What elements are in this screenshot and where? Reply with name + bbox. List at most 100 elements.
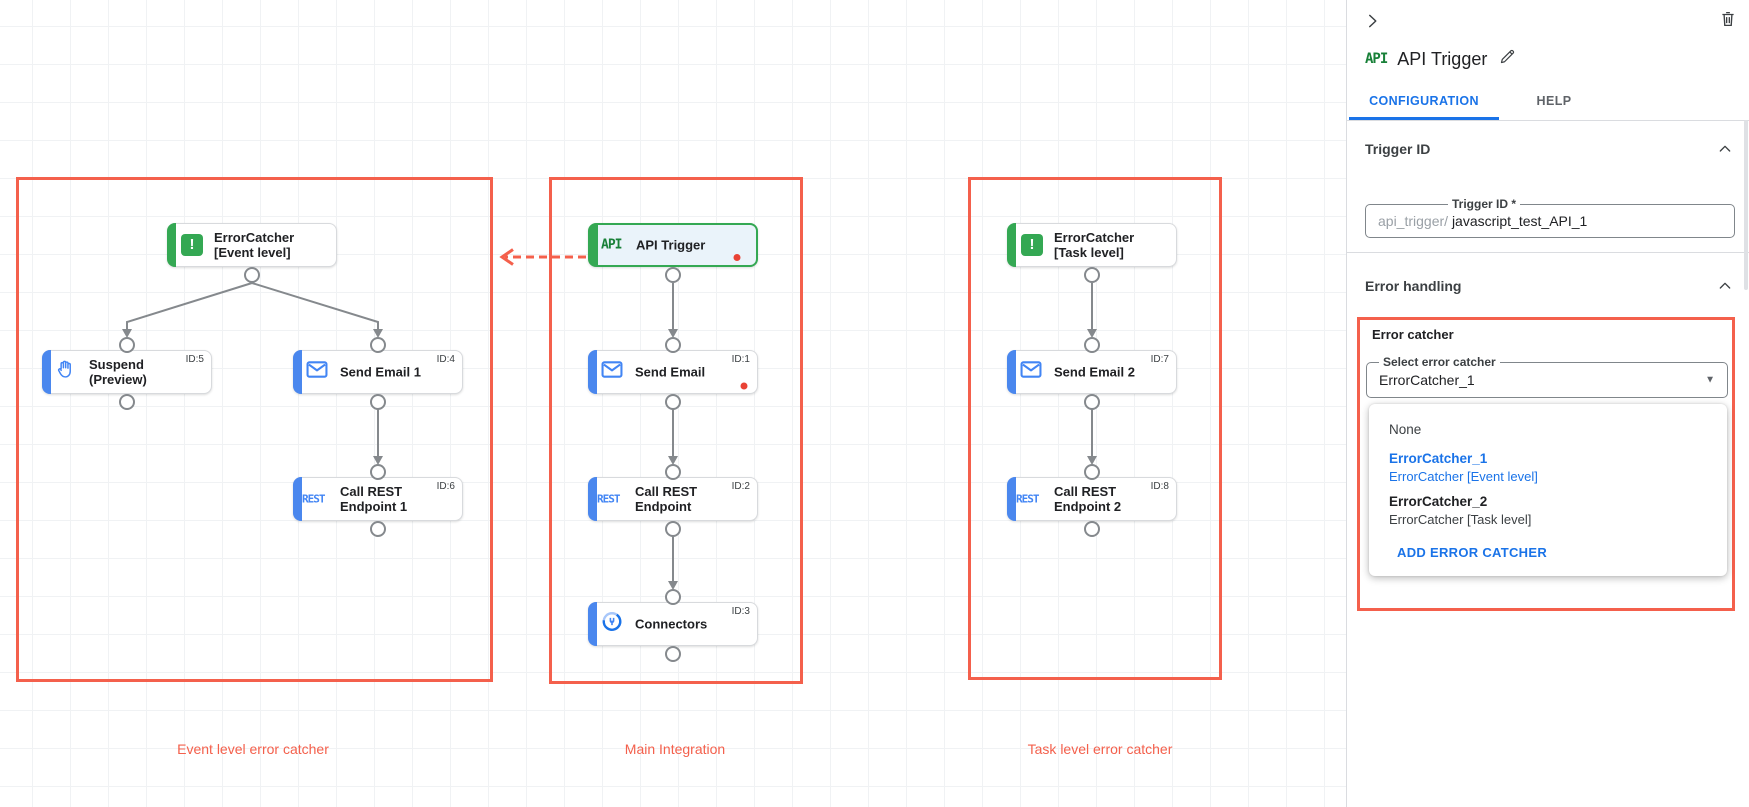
tab-help[interactable]: HELP (1536, 94, 1572, 108)
task-node-send-email-2[interactable]: ID:7 Send Email 2 (1007, 350, 1177, 394)
add-error-catcher-button[interactable]: ADD ERROR CATCHER (1397, 545, 1548, 560)
email-icon (601, 361, 623, 384)
rest-icon: REST (1016, 492, 1039, 506)
error-catcher-icon: ! (181, 234, 203, 256)
node-label: Send Email 2 (1054, 365, 1135, 380)
menu-option-none[interactable]: None (1389, 422, 1422, 437)
trigger-id-field[interactable]: Trigger ID * api_trigger/ javascript_tes… (1365, 197, 1735, 238)
node-accent-stripe (1007, 350, 1016, 394)
task-node-errorcatcher-task[interactable]: ! ErrorCatcher [Task level] (1007, 223, 1177, 267)
panel-title-row: API API Trigger (1365, 46, 1516, 72)
collapse-error-handling-icon[interactable] (1717, 278, 1733, 299)
dropdown-arrow-icon: ▼ (1705, 374, 1715, 386)
trigger-id-field-label: Trigger ID * (1448, 197, 1521, 211)
error-catcher-dropdown-menu: None ErrorCatcher_1 ErrorCatcher [Event … (1369, 404, 1727, 576)
node-label: Call REST Endpoint (635, 484, 697, 514)
task-node-call-rest-endpoint-1[interactable]: ID:6 REST Call REST Endpoint 1 (293, 477, 463, 521)
node-label-line1: Suspend (89, 357, 144, 372)
node-accent-stripe (588, 350, 597, 394)
trigger-id-prefix: api_trigger/ (1378, 213, 1449, 229)
node-label: ErrorCatcher [Task level] (1054, 230, 1134, 260)
node-label-line2: (Preview) (89, 372, 147, 387)
error-handling-section-header: Error handling (1365, 278, 1462, 294)
error-catcher-annotation-box: Error catcher Select error catcher Error… (1357, 317, 1735, 611)
select-error-catcher-field[interactable]: Select error catcher ErrorCatcher_1 ▼ (1366, 355, 1728, 398)
node-label-line1: Send Email (635, 364, 706, 380)
node-label: Connectors (635, 617, 707, 632)
collapse-trigger-id-icon[interactable] (1717, 141, 1733, 162)
rest-icon: REST (302, 492, 325, 506)
node-label: Suspend (Preview) (89, 357, 147, 387)
node-id-badge: ID:5 (185, 354, 204, 365)
error-catcher-icon: ! (1021, 234, 1043, 256)
email-icon (306, 361, 328, 384)
node-label: Call REST Endpoint 1 (340, 484, 407, 514)
node-label-line1: ErrorCatcher (1054, 230, 1135, 245)
node-accent-stripe (42, 350, 51, 394)
config-panel: API API Trigger CONFIGURATION HELP Trigg… (1346, 0, 1749, 807)
menu-option-desc: ErrorCatcher [Event level] (1389, 469, 1538, 484)
node-id-badge: ID:3 (731, 606, 750, 617)
node-label-line2: Endpoint (635, 499, 692, 514)
task-node-suspend[interactable]: ID:5 Suspend (Preview) (42, 350, 212, 394)
node-accent-stripe (167, 223, 176, 267)
node-id-badge: ID:1 (731, 354, 750, 365)
node-accent-stripe (1007, 223, 1016, 267)
task-level-group-label: Task level error catcher (1027, 741, 1173, 757)
task-node-call-rest-endpoint[interactable]: ID:2 REST Call REST Endpoint (588, 477, 758, 521)
node-id-badge: ID:7 (1150, 354, 1169, 365)
select-error-catcher-label: Select error catcher (1379, 355, 1500, 369)
task-node-send-email-1[interactable]: ID:4 Send Email 1 (293, 350, 463, 394)
node-label-line1: API Trigger (636, 237, 706, 253)
panel-scrollbar[interactable] (1744, 120, 1748, 290)
node-accent-stripe (589, 224, 598, 266)
task-level-group-box (968, 177, 1222, 680)
connectors-icon (601, 611, 623, 638)
menu-option-errorcatcher-2[interactable]: ErrorCatcher_2 ErrorCatcher [Task level] (1369, 486, 1727, 529)
trigger-node-api-trigger[interactable]: API API Trigger (588, 223, 758, 267)
node-id-badge: ID:2 (731, 481, 750, 492)
trigger-id-section-header: Trigger ID (1365, 141, 1431, 157)
main-integration-group-box (549, 177, 803, 684)
collapse-panel-icon[interactable] (1363, 12, 1381, 35)
node-label-line1: Call REST (635, 484, 698, 499)
node-label: Send Email (635, 365, 705, 380)
trigger-id-field-content: api_trigger/ javascript_test_API_1 (1378, 213, 1587, 229)
node-label-line2: Endpoint 1 (340, 499, 408, 514)
task-node-call-rest-endpoint-2[interactable]: ID:8 REST Call REST Endpoint 2 (1007, 477, 1177, 521)
node-label-line2: Endpoint 2 (1054, 499, 1122, 514)
error-catcher-label: Error catcher (1372, 327, 1454, 342)
node-label-line1: Call REST (1054, 484, 1117, 499)
rest-icon: REST (597, 492, 620, 506)
event-level-group-label: Event level error catcher (177, 741, 329, 757)
task-node-connectors[interactable]: ID:3 Connectors (588, 602, 758, 646)
node-label-line2: [Task level] (1054, 245, 1124, 260)
event-level-group-box (16, 177, 493, 682)
menu-option-errorcatcher-1[interactable]: ErrorCatcher_1 ErrorCatcher [Event level… (1369, 443, 1727, 486)
node-label-line1: Call REST (340, 484, 403, 499)
node-label: API Trigger (636, 238, 705, 253)
edit-title-icon[interactable] (1499, 48, 1516, 70)
node-accent-stripe (1007, 477, 1016, 521)
task-node-errorcatcher-event[interactable]: ! ErrorCatcher [Event level] (167, 223, 337, 267)
node-accent-stripe (588, 477, 597, 521)
task-node-send-email[interactable]: ID:1 Send Email (588, 350, 758, 394)
api-trigger-icon: API (1365, 51, 1388, 67)
menu-option-name: ErrorCatcher_1 (1389, 451, 1488, 466)
section-divider (1347, 252, 1749, 253)
node-label-line1: Connectors (635, 616, 708, 632)
node-id-badge: ID:6 (436, 481, 455, 492)
node-label: ErrorCatcher [Event level] (214, 230, 294, 260)
delete-trigger-icon[interactable] (1719, 10, 1737, 33)
hand-icon (55, 359, 76, 385)
node-accent-stripe (293, 350, 302, 394)
tab-configuration[interactable]: CONFIGURATION (1349, 86, 1499, 120)
trigger-id-value: javascript_test_API_1 (1451, 213, 1588, 229)
menu-option-name: ErrorCatcher_2 (1389, 494, 1488, 509)
panel-title: API Trigger (1397, 48, 1488, 69)
node-label: Call REST Endpoint 2 (1054, 484, 1121, 514)
menu-option-desc: ErrorCatcher [Task level] (1389, 512, 1532, 527)
panel-tabs: CONFIGURATION HELP (1347, 86, 1749, 121)
integration-canvas[interactable]: Event level error catcher Main Integrati… (0, 0, 1346, 807)
node-id-badge: ID:8 (1150, 481, 1169, 492)
